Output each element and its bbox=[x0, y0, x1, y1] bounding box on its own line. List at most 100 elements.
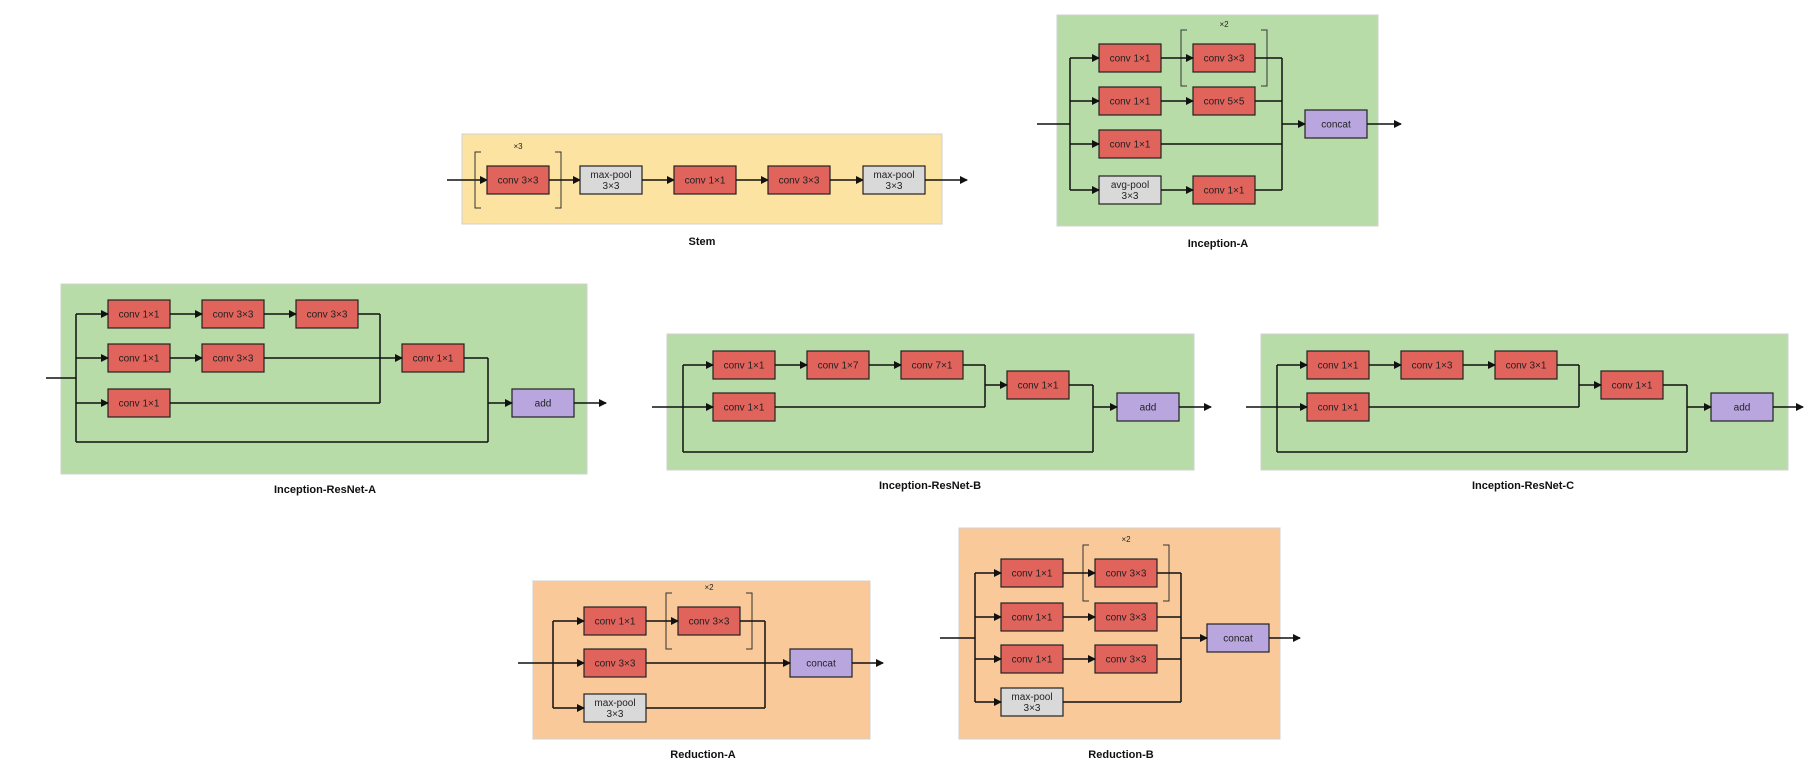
block-label: conv 1×1 bbox=[1018, 381, 1059, 392]
merge-block: add bbox=[1116, 392, 1180, 422]
block-label: add bbox=[1734, 403, 1751, 414]
block-label: conv 3×3 bbox=[307, 310, 348, 321]
block-label: concat bbox=[806, 659, 836, 670]
merge-block: add bbox=[511, 388, 575, 418]
block-label: 3×3 bbox=[607, 709, 624, 720]
block-label: max-pool bbox=[873, 170, 914, 181]
block-label: conv 1×1 bbox=[1110, 97, 1151, 108]
conv-block: conv 1×1 bbox=[1000, 558, 1064, 588]
block-label: conv 3×3 bbox=[213, 310, 254, 321]
block-label: max-pool bbox=[590, 170, 631, 181]
conv-block: conv 1×1 bbox=[1192, 175, 1256, 205]
repeat-count: ×2 bbox=[704, 583, 714, 592]
block-label: 3×3 bbox=[603, 181, 620, 192]
block-label: add bbox=[1140, 403, 1157, 414]
block-label: add bbox=[535, 399, 552, 410]
block-label: conv 1×1 bbox=[724, 361, 765, 372]
conv-block: conv 3×3 bbox=[767, 165, 831, 195]
module-title: Inception-ResNet-B bbox=[879, 480, 981, 492]
block-label: conv 7×1 bbox=[912, 361, 953, 372]
block-label: conv 3×3 bbox=[689, 617, 730, 628]
conv-block: conv 3×3 bbox=[1094, 644, 1158, 674]
block-label: conv 1×1 bbox=[1012, 613, 1053, 624]
conv-block: conv 1×1 bbox=[673, 165, 737, 195]
module-title: Stem bbox=[689, 236, 716, 248]
conv-block: conv 1×1 bbox=[1600, 370, 1664, 400]
block-label: conv 3×3 bbox=[1106, 613, 1147, 624]
conv-block: conv 1×1 bbox=[1000, 602, 1064, 632]
conv-block: conv 3×3 bbox=[201, 343, 265, 373]
conv-block: conv 1×3 bbox=[1400, 350, 1464, 380]
conv-block: conv 1×1 bbox=[712, 350, 776, 380]
conv-block: conv 1×7 bbox=[806, 350, 870, 380]
module-title: Reduction-B bbox=[1088, 749, 1153, 761]
block-label: conv 3×3 bbox=[595, 659, 636, 670]
conv-block: conv 3×3 bbox=[1192, 43, 1256, 73]
block-label: conv 3×3 bbox=[1106, 655, 1147, 666]
conv-block: conv 3×3 bbox=[295, 299, 359, 329]
conv-block: conv 1×1 bbox=[401, 343, 465, 373]
block-label: conv 1×1 bbox=[1318, 361, 1359, 372]
block-label: concat bbox=[1223, 634, 1253, 645]
conv-block: conv 3×3 bbox=[677, 606, 741, 636]
block-label: conv 1×1 bbox=[1612, 381, 1653, 392]
block-label: conv 1×1 bbox=[1204, 186, 1245, 197]
conv-block: conv 3×1 bbox=[1494, 350, 1558, 380]
block-label: conv 1×1 bbox=[119, 399, 160, 410]
conv-block: conv 7×1 bbox=[900, 350, 964, 380]
conv-block: conv 3×3 bbox=[1094, 558, 1158, 588]
conv-block: conv 3×3 bbox=[486, 165, 550, 195]
conv-block: conv 1×1 bbox=[1306, 392, 1370, 422]
module-title: Inception-ResNet-C bbox=[1472, 480, 1574, 492]
block-label: max-pool bbox=[594, 698, 635, 709]
merge-block: concat bbox=[1304, 109, 1368, 139]
conv-block: conv 3×3 bbox=[201, 299, 265, 329]
conv-block: conv 1×1 bbox=[712, 392, 776, 422]
block-label: conv 3×1 bbox=[1506, 361, 1547, 372]
block-label: 3×3 bbox=[886, 181, 903, 192]
block-label: conv 3×3 bbox=[779, 176, 820, 187]
module-title: Inception-A bbox=[1188, 238, 1249, 250]
conv-block: conv 1×1 bbox=[1098, 43, 1162, 73]
block-label: conv 1×1 bbox=[413, 354, 454, 365]
conv-block: conv 1×1 bbox=[583, 606, 647, 636]
conv-block: conv 1×1 bbox=[1006, 370, 1070, 400]
block-label: conv 1×3 bbox=[1412, 361, 1453, 372]
repeat-count: ×3 bbox=[513, 142, 523, 151]
conv-block: conv 1×1 bbox=[107, 343, 171, 373]
block-label: conv 1×1 bbox=[595, 617, 636, 628]
block-label: conv 1×1 bbox=[1012, 569, 1053, 580]
block-label: conv 1×1 bbox=[685, 176, 726, 187]
module-title: Inception-ResNet-A bbox=[274, 484, 376, 496]
conv-block: conv 3×3 bbox=[1094, 602, 1158, 632]
block-label: conv 1×1 bbox=[1110, 140, 1151, 151]
block-label: max-pool bbox=[1011, 692, 1052, 703]
merge-block: concat bbox=[789, 648, 853, 678]
conv-block: conv 1×1 bbox=[1098, 86, 1162, 116]
block-label: conv 3×3 bbox=[213, 354, 254, 365]
module-title: Reduction-A bbox=[670, 749, 735, 761]
conv-block: conv 3×3 bbox=[583, 648, 647, 678]
block-label: 3×3 bbox=[1024, 703, 1041, 714]
block-label: conv 3×3 bbox=[1106, 569, 1147, 580]
conv-block: conv 1×1 bbox=[1000, 644, 1064, 674]
block-label: conv 3×3 bbox=[1204, 54, 1245, 65]
block-label: conv 1×1 bbox=[119, 310, 160, 321]
merge-block: add bbox=[1710, 392, 1774, 422]
block-label: 3×3 bbox=[1122, 191, 1139, 202]
block-label: avg-pool bbox=[1111, 180, 1149, 191]
block-label: conv 5×5 bbox=[1204, 97, 1245, 108]
repeat-bracket-left bbox=[474, 151, 481, 209]
block-label: conv 1×1 bbox=[119, 354, 160, 365]
block-label: conv 1×1 bbox=[1012, 655, 1053, 666]
conv-block: conv 1×1 bbox=[107, 299, 171, 329]
block-label: conv 1×1 bbox=[1110, 54, 1151, 65]
conv-block: conv 1×1 bbox=[1098, 129, 1162, 159]
repeat-count: ×2 bbox=[1121, 535, 1131, 544]
